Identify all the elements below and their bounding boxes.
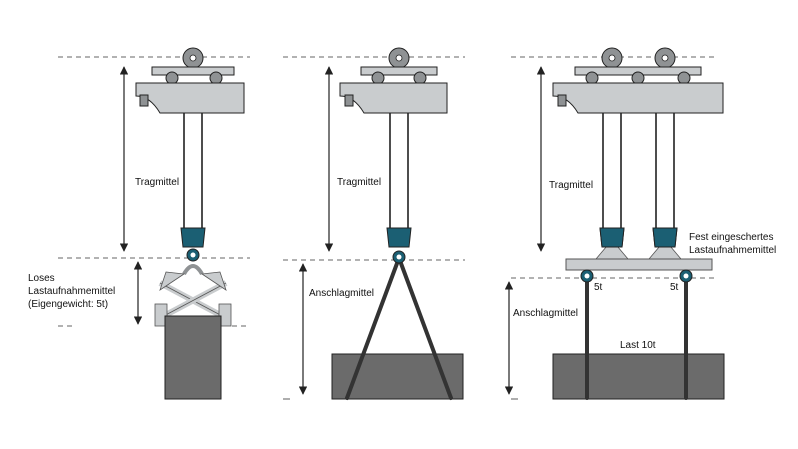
load-block — [552, 353, 725, 400]
tragmittel-label: Tragmittel — [549, 180, 593, 191]
hook-block-icon — [652, 227, 678, 248]
tragmittel-label: Tragmittel — [337, 177, 381, 188]
loose-attachment-label-1: Loses — [28, 273, 55, 284]
sling-icon — [345, 250, 453, 400]
trolley-icon — [135, 47, 245, 114]
load-label: Last 10t — [620, 340, 656, 351]
eye-bolt-label-right: 5t — [670, 282, 679, 293]
loose-attachment-label-2: Lastaufnahmemittel — [28, 286, 115, 297]
panel-left: Tragmittel Loses Lastaufnahmemittel (Eig… — [28, 47, 250, 400]
tragmittel-label: Tragmittel — [135, 177, 179, 188]
anschlagmittel-label: Anschlagmittel — [513, 308, 578, 319]
trolley-icon — [339, 47, 448, 114]
hook-block-icon — [599, 227, 625, 248]
load-block — [164, 315, 222, 400]
scissor-clamp-icon — [154, 248, 232, 327]
hook-block-icon — [180, 227, 206, 248]
anschlagmittel-label: Anschlagmittel — [309, 288, 374, 299]
spreader-beam — [565, 258, 713, 271]
loose-attachment-label-3: (Eigengewicht: 5t) — [28, 299, 108, 310]
spreader-label-1: Fest eingeschertes — [689, 232, 774, 243]
panel-middle: Tragmittel Anschlagmittel — [283, 47, 465, 400]
trolley-icon — [552, 47, 724, 114]
spreader-label-2: Lastaufnahmemittel — [689, 245, 776, 256]
panel-right: Fest eingeschertes Lastaufnahmemittel Tr… — [504, 47, 776, 400]
hook-block-icon — [386, 227, 412, 248]
eye-bolt-label-left: 5t — [594, 282, 603, 293]
